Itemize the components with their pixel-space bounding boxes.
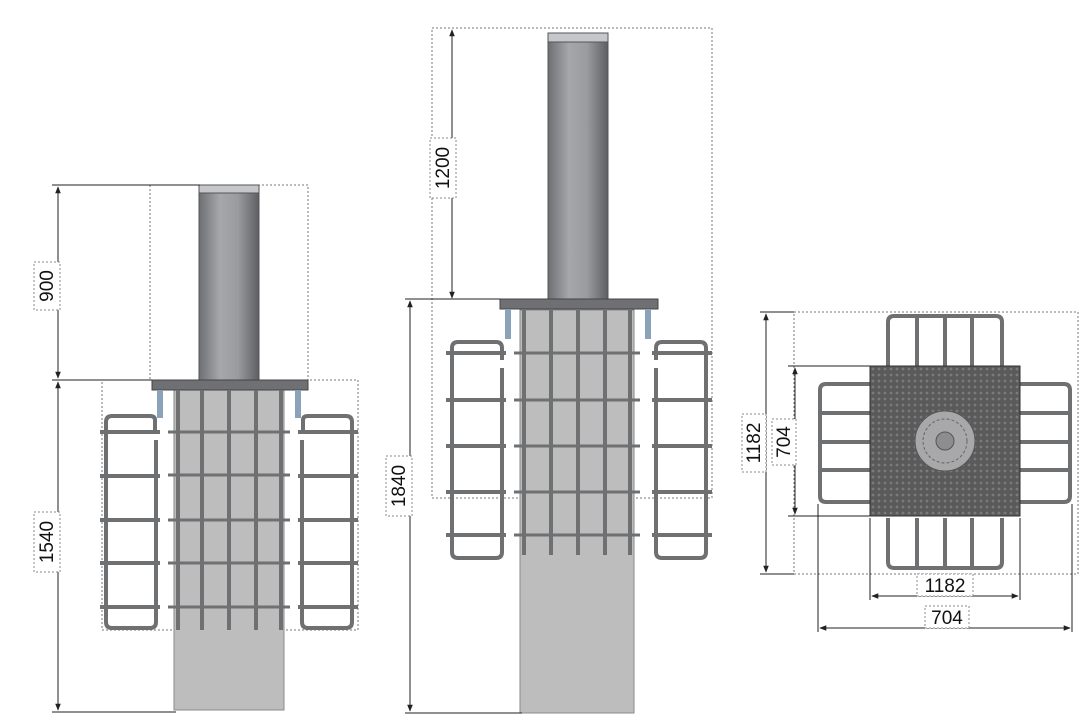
cage-rings <box>168 430 290 609</box>
dim-height-above: 900 <box>37 270 58 302</box>
plan-cage-right <box>1020 382 1072 504</box>
dim-box <box>429 137 457 199</box>
cage-rings <box>514 351 640 537</box>
dim-plan-vertical-outer: 1182 <box>744 423 765 464</box>
view-front-short: 900 1540 <box>33 184 359 713</box>
dim-box <box>385 455 413 517</box>
plan-cage-left <box>818 382 870 504</box>
plan-post-ring <box>922 418 968 464</box>
post-cap <box>547 32 609 43</box>
dim-box <box>741 413 767 473</box>
dim-plan-horizontal-outer: 704 <box>931 608 963 629</box>
plan-post-center <box>935 431 955 451</box>
dim-plan-vertical-inner: 704 <box>774 426 795 458</box>
plan-cage-bottom <box>886 518 1004 570</box>
post-cap <box>198 184 260 194</box>
side-cage-left <box>446 340 506 560</box>
side-cage-left <box>100 414 160 630</box>
side-cage-right <box>652 340 712 560</box>
cage-verticals <box>176 390 283 630</box>
dim-height-below: 1540 <box>37 521 58 563</box>
base-plate <box>151 379 309 391</box>
anchor-bolt <box>645 309 651 339</box>
anchor-bolt <box>295 390 301 418</box>
dim-plan-horizontal-inner: 1182 <box>925 576 966 597</box>
dim-box <box>771 418 797 466</box>
dim-box <box>33 261 61 311</box>
side-cage-right <box>298 414 358 630</box>
dim-box <box>33 511 61 573</box>
post <box>547 32 609 302</box>
view-front-tall: 1200 1840 <box>385 27 713 714</box>
anchor-bolt <box>157 390 163 418</box>
dim-lines <box>405 29 522 714</box>
dim-box <box>924 605 970 629</box>
view-plan: 1182 704 1182 704 <box>741 311 1079 632</box>
dim-height-below: 1840 <box>389 465 410 507</box>
dim-height-above: 1200 <box>433 147 454 189</box>
plan-cage-top <box>886 314 1004 368</box>
cage-verticals <box>522 309 632 555</box>
post <box>198 184 260 384</box>
base-plate <box>499 298 659 310</box>
dim-box <box>916 573 974 597</box>
anchor-bolt <box>505 309 511 339</box>
